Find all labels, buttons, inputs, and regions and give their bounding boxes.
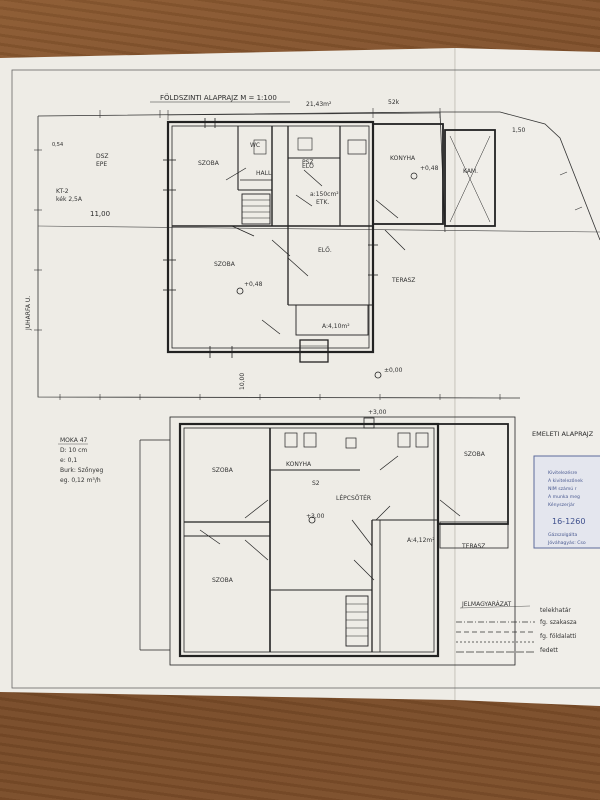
area-top-label: 21,43m² [306, 101, 332, 108]
grid-line [37, 225, 600, 233]
upper-floor-plan [139, 416, 516, 666]
upper-room-right [437, 423, 509, 525]
entry-steps [299, 339, 329, 363]
upper-room-label: SZOBA [464, 451, 486, 458]
note-line: Burk: Szőnyeg [60, 467, 103, 474]
paper-sheet [0, 48, 600, 706]
terrace-label: TERASZ [391, 277, 415, 284]
level-label: +0,48 [244, 281, 263, 288]
upper-floor-walls [178, 422, 440, 658]
area-label: A:4,10m² [322, 323, 350, 330]
room-label: SZOBA [198, 160, 220, 167]
upper-level: +3,00 [368, 409, 387, 416]
room-label: KONYHA [390, 155, 416, 162]
street-label: JUHARFA U. [25, 296, 32, 331]
stamp-line: Kényszerjár [548, 501, 575, 508]
stamp-line: Kivitelezésre [548, 469, 577, 476]
legend: JELMAGYARÁZAT telekhatár fg. szakasza fg… [456, 601, 577, 654]
dim-054: 0,54 [52, 142, 63, 148]
dimension-top [167, 108, 441, 120]
upper-label: S2 [312, 480, 320, 487]
upper-level: +3,00 [306, 513, 325, 520]
upper-room-label: KONYHA [286, 461, 312, 468]
dim-52k: 52k [388, 99, 400, 106]
stamp-number: 16-1260 [552, 517, 585, 526]
upper-room-label: SZOBA [212, 467, 234, 474]
ground-floor-walls [166, 120, 375, 354]
boundary-dashes [34, 110, 583, 400]
level-label: ±0,00 [384, 367, 403, 374]
dim-1000: 10,00 [239, 373, 246, 390]
note-label: EPE [96, 161, 107, 168]
pantry-block [444, 129, 496, 227]
room-label: HALL [256, 170, 272, 177]
note-label: KT-2 [56, 188, 69, 195]
note-label: a:150cm² [310, 191, 339, 198]
upper-plan-title: EMELETI ALAPRAJZ [532, 430, 594, 438]
upper-room-label: TERASZ [461, 543, 485, 550]
sheet-border [11, 69, 600, 689]
upper-room-label: SZOBA [212, 577, 234, 584]
stamp-line: A kivitelezőnek [548, 478, 583, 484]
upper-room-label: LÉPCSŐTÉR [336, 494, 371, 502]
kitchen-annex [372, 123, 444, 225]
dim-1100: 11,00 [90, 210, 110, 218]
ground-floor-plan [163, 118, 496, 379]
ground-plan-title: FÖLDSZINTI ALAPRAJZ M = 1:100 [160, 93, 277, 102]
level-label: +0,48 [420, 165, 439, 172]
legend-item: fedett [540, 647, 559, 654]
stamp-line: NIM számú r [548, 485, 577, 492]
legend-item: telekhatár [540, 607, 571, 614]
stair-ground [241, 193, 271, 225]
room-label: KAM. [463, 168, 478, 175]
room-label: ELŐ. [318, 247, 332, 254]
room-label: ELŐ [302, 163, 314, 170]
notes-block: MOKA 47 D: 10 cm e: 0,1 Burk: Szőnyeg eg… [58, 437, 103, 484]
legend-title: JELMAGYARÁZAT [461, 601, 512, 608]
stamp-line: Jóváhagyás: Cso [547, 539, 586, 546]
legend-item: fg. földalatti [540, 633, 577, 640]
room-label: WC [250, 142, 260, 149]
note-line: e: 0,1 [60, 457, 77, 464]
stamp-line: A munka meg [548, 494, 580, 500]
stamp-line: Gázszolgálta [548, 531, 577, 538]
note-label: PSZ [302, 159, 314, 166]
note-label: kék 2,5A [56, 196, 83, 203]
note-line: MOKA 47 [60, 437, 88, 444]
legend-item: fg. szakasza [540, 619, 577, 626]
note-label: DSZ [96, 153, 109, 160]
note-line: D: 10 cm [60, 447, 87, 454]
room-label: SZOBA [214, 261, 236, 268]
stair-upper [345, 595, 369, 647]
upper-area: A:4,12m² [407, 537, 435, 544]
room-label: ETK. [316, 199, 329, 206]
note-line: eg. 0,12 m³/h [60, 477, 101, 484]
dim-150: 1,50 [512, 127, 526, 134]
approval-stamp: Kivitelezésre A kivitelezőnek NIM számú … [533, 455, 600, 549]
